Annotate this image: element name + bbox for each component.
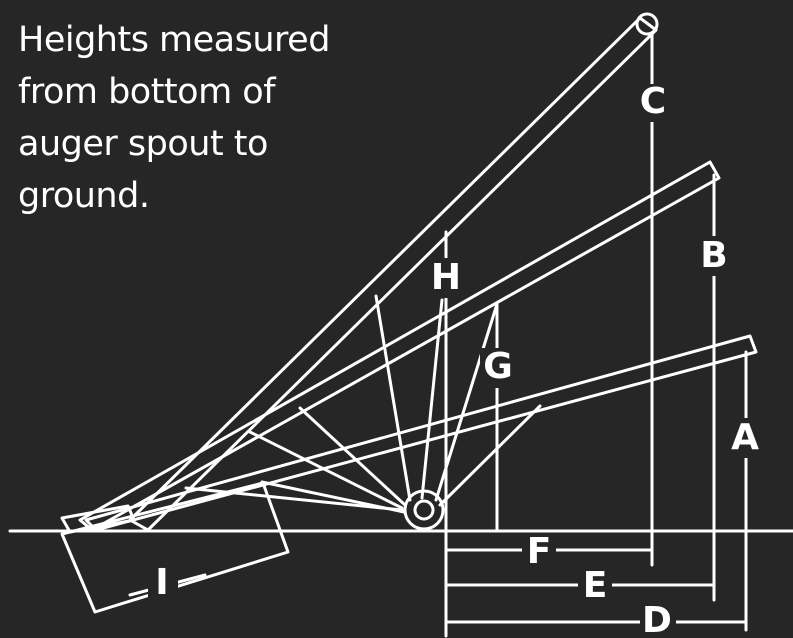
label-d: D: [642, 600, 672, 638]
truss-member: [298, 406, 407, 507]
wheel-hub: [413, 499, 435, 521]
wheel-outer: [403, 489, 445, 531]
truss-member: [248, 430, 404, 510]
label-h: H: [431, 257, 461, 298]
truss-member: [260, 480, 406, 514]
truss-member: [438, 404, 542, 507]
label-e: E: [583, 565, 608, 606]
truss-member: [374, 294, 412, 502]
caption-line: from bottom of: [18, 72, 276, 112]
label-c: C: [640, 81, 666, 122]
label-b: B: [700, 235, 727, 276]
hopper: [60, 481, 290, 614]
auger-tube-high: [128, 16, 658, 532]
diagram-caption: Heights measured from bottom of auger sp…: [18, 14, 378, 222]
auger-spout-high: [635, 12, 659, 36]
label-g: G: [483, 346, 513, 387]
label-i: I: [155, 562, 168, 603]
caption-line: auger spout to: [18, 124, 268, 164]
caption-line: ground.: [18, 176, 150, 216]
caption-line: Heights measured: [18, 20, 330, 60]
truss-member: [420, 298, 444, 500]
truss-member: [184, 486, 404, 512]
auger-tube-mid: [78, 160, 721, 532]
auger-tube-low: [84, 334, 758, 532]
label-a: A: [731, 417, 759, 458]
label-f: F: [527, 531, 552, 572]
